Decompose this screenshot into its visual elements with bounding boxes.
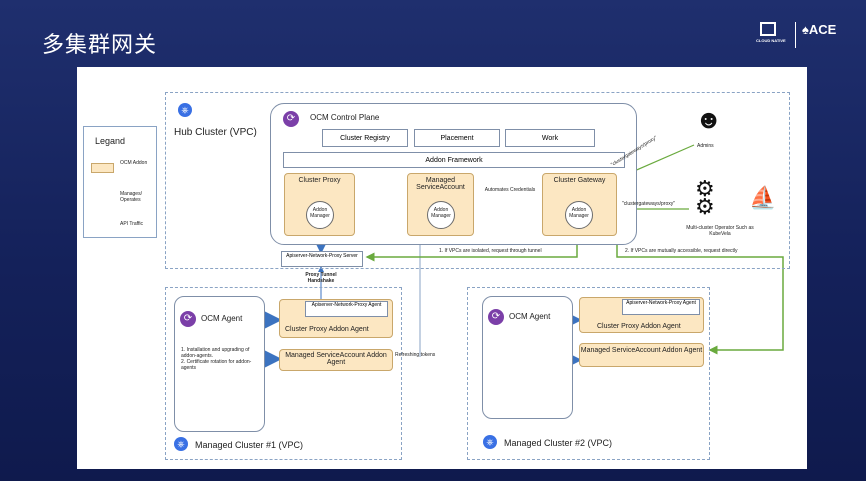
legend-title: Legand xyxy=(95,136,126,146)
proxy-addon-manager xyxy=(306,201,334,229)
agent-1-notes: 1. Installation and upgrading of addon-a… xyxy=(181,347,257,371)
control-plane-title: OCM Control Plane xyxy=(310,113,380,122)
hub-cluster-region xyxy=(165,92,790,269)
agent-1-note-2: 2. Certificate rotation for addon-agents xyxy=(181,359,252,371)
route2-line xyxy=(616,232,784,355)
cluster-proxy-agent-2-label: Cluster Proxy Addon Agent xyxy=(597,323,681,330)
sa-addon-manager-label: Addon Manager xyxy=(431,207,451,219)
sa-addon-manager xyxy=(427,201,455,229)
agent-1-note-1: 1. Installation and upgrading of addon-a… xyxy=(181,347,250,359)
legend-manage-label: Manages/ Operates xyxy=(120,191,142,203)
diagram-canvas: Legand OCM Addon Manages/ Operates API T… xyxy=(77,67,807,469)
addon-framework-box: Addon Framework xyxy=(283,152,625,168)
apiserver-proxy-agent-2: Apiserver-Network-Proxy Agent xyxy=(622,299,700,315)
cluster-registry-box: Cluster Registry xyxy=(322,129,408,147)
operator-label: Multi-cluster Operator Such as KubeVela xyxy=(686,225,754,237)
automates-label: Automates Credentials xyxy=(484,187,536,193)
route1-label: 1. If VPCs are isolated, request through… xyxy=(439,248,542,254)
refreshing-tokens-label: Refreshing tokens xyxy=(395,352,436,358)
route2-label: 2. If VPCs are mutually accessible, requ… xyxy=(625,248,738,254)
proxy-addon-manager-label: Addon Manager xyxy=(310,207,330,219)
logo-separator xyxy=(795,22,796,48)
sa-agent-2: Managed ServiceAccount Addon Agent xyxy=(579,343,704,367)
legend-addon-swatch xyxy=(91,163,114,173)
gears-icon: ⚙⚙ xyxy=(695,176,715,219)
admins-head-icon: ☻ xyxy=(695,104,723,134)
ocm-agent-2-icon: ⟳ xyxy=(488,309,504,325)
placement-box: Placement xyxy=(414,129,500,147)
ocm-icon: ⟳ xyxy=(283,111,299,127)
gateway-addon-manager-label: Addon Manager xyxy=(569,207,589,219)
cluster-gateway-label: Cluster Gateway xyxy=(553,177,606,184)
apiserver-proxy-server: Apiserver-Network-Proxy Server xyxy=(281,251,363,267)
sailboat-icon: ⛵ xyxy=(749,185,777,210)
apiserver-proxy-agent-1: Apiserver-Network-Proxy Agent xyxy=(305,301,388,317)
kubernetes-icon: ⎈ xyxy=(483,435,497,449)
sa-agent-1: Managed ServiceAccount Addon Agent xyxy=(279,349,393,371)
cluster-proxy-label: Cluster Proxy xyxy=(298,177,341,184)
gateway-addon-manager xyxy=(565,201,593,229)
managed-cluster-2-region xyxy=(467,287,710,460)
slide-title: 多集群网关 xyxy=(42,33,158,58)
legend-traffic-label: API Traffic xyxy=(120,221,143,227)
cncf-logo-icon xyxy=(760,22,776,36)
managed-cluster-1-title: Managed Cluster #1 (VPC) xyxy=(195,440,304,450)
admins-label: Admins xyxy=(697,143,714,149)
operator-path-label: "clustergateways/proxy" xyxy=(622,201,676,207)
ace-logo-text: ACE xyxy=(808,22,837,37)
legend-box xyxy=(83,126,157,238)
hub-cluster-title: Hub Cluster (VPC) xyxy=(174,127,257,138)
ace-logo: ♠ACE xyxy=(802,22,837,37)
legend-addon-label: OCM Addon xyxy=(120,160,148,166)
managed-cluster-2-title: Managed Cluster #2 (VPC) xyxy=(504,438,613,448)
managed-sa-label: Managed ServiceAccount xyxy=(416,177,465,191)
work-box: Work xyxy=(505,129,595,147)
managed-cluster-1-region xyxy=(165,287,402,460)
tunnel-handshake-label: Proxy Tunnel Handshake xyxy=(305,272,337,284)
ocm-agent-1-title: OCM Agent xyxy=(201,314,243,323)
logos: CLOUD NATIVE ♠ACE xyxy=(756,22,860,50)
cncf-logo-text: CLOUD NATIVE xyxy=(756,38,786,43)
cluster-proxy-agent-1-label: Cluster Proxy Addon Agent xyxy=(285,326,369,333)
kubernetes-icon: ⎈ xyxy=(178,103,192,117)
ocm-agent-1-icon: ⟳ xyxy=(180,311,196,327)
kubernetes-icon: ⎈ xyxy=(174,437,188,451)
ocm-agent-2-title: OCM Agent xyxy=(509,312,551,321)
